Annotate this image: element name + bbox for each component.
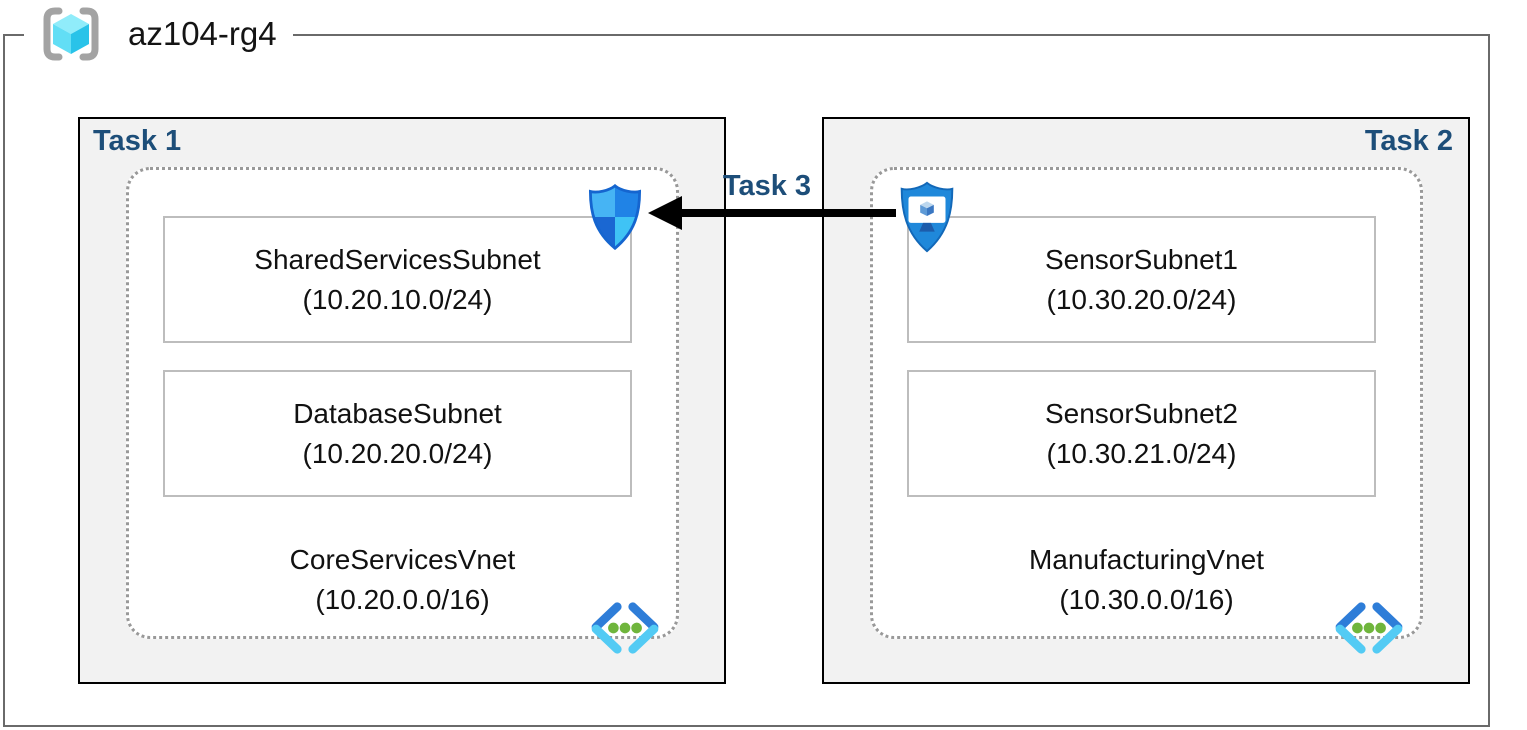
subnet-name: DatabaseSubnet xyxy=(293,397,502,429)
cube-top-face xyxy=(920,201,934,209)
cube-left-face xyxy=(53,24,71,54)
bracket-right xyxy=(79,7,99,61)
monitor-stand xyxy=(919,222,935,232)
resource-group-frame xyxy=(3,34,1490,727)
subnet-cidr: (10.30.20.0/24) xyxy=(1046,283,1237,315)
virtual-network-icon xyxy=(591,602,659,654)
task2-box: Task 2 SensorSubnet1 (10.30.20.0/24) Sen… xyxy=(822,117,1470,684)
network-security-shield-icon xyxy=(588,183,642,251)
task3-arrow-head-icon xyxy=(648,196,682,230)
application-security-group-icon xyxy=(900,181,954,253)
sensor-subnet2-box: SensorSubnet2 (10.30.21.0/24) xyxy=(907,370,1376,497)
virtual-network-icon xyxy=(1335,602,1403,654)
vnet-name: ManufacturingVnet xyxy=(1028,544,1265,575)
resource-group-legend: az104-rg4 xyxy=(24,2,293,66)
cube-left-face xyxy=(920,204,927,217)
task3-label: Task 3 xyxy=(722,170,812,202)
task2-label: Task 2 xyxy=(1364,125,1453,157)
resource-group-icon xyxy=(43,7,99,61)
manufacturing-vnet-label: ManufacturingVnet (10.30.0.0/16) xyxy=(873,540,1420,620)
core-services-vnet-boundary: SharedServicesSubnet (10.20.10.0/24) Dat… xyxy=(126,167,679,654)
sensor-subnet1-box: SensorSubnet1 (10.30.20.0/24) xyxy=(907,216,1376,343)
cube-right-face xyxy=(927,204,934,217)
cube-right-face xyxy=(71,24,89,54)
task1-label: Task 1 xyxy=(93,125,182,157)
core-services-vnet-label: CoreServicesVnet (10.20.0.0/16) xyxy=(129,540,676,620)
vnet-cidr: (10.30.0.0/16) xyxy=(1059,584,1234,615)
task1-box: Task 1 SharedServicesSubnet (10.20.10.0/… xyxy=(78,117,726,684)
subnet-name: SensorSubnet1 xyxy=(1044,243,1239,275)
bracket-left xyxy=(43,7,63,61)
vnet-name: CoreServicesVnet xyxy=(289,544,516,575)
manufacturing-vnet-boundary: SensorSubnet1 (10.30.20.0/24) SensorSubn… xyxy=(870,167,1423,654)
subnet-cidr: (10.20.10.0/24) xyxy=(302,283,493,315)
database-subnet-box: DatabaseSubnet (10.20.20.0/24) xyxy=(163,370,632,497)
subnet-name: SensorSubnet2 xyxy=(1044,397,1239,429)
subnet-cidr: (10.20.20.0/24) xyxy=(302,437,493,469)
shared-services-subnet-box: SharedServicesSubnet (10.20.10.0/24) xyxy=(163,216,632,343)
resource-group-title: az104-rg4 xyxy=(128,15,277,52)
subnet-cidr: (10.30.21.0/24) xyxy=(1046,437,1237,469)
subnet-name: SharedServicesSubnet xyxy=(254,243,541,275)
task3-arrow-shaft xyxy=(676,209,896,217)
vnet-cidr: (10.20.0.0/16) xyxy=(315,584,490,615)
